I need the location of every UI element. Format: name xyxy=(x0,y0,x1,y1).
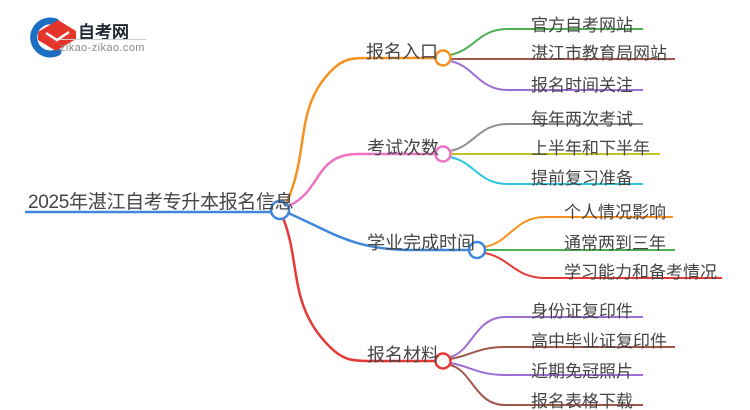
child-two-to-three-years-label: 通常两到三年 xyxy=(564,234,666,253)
exam-frequency-node-circle xyxy=(434,145,452,163)
child-id-copy-line xyxy=(449,316,643,358)
branch-registration-entry-line xyxy=(284,56,437,206)
child-photo-label: 近期免冠照片 xyxy=(531,362,633,381)
child-form-download-label: 报名表格下载 xyxy=(531,392,633,410)
child-first-and-second-half-label: 上半年和下半年 xyxy=(531,139,650,158)
central-hub-circle xyxy=(269,199,291,221)
child-education-bureau-site-label: 湛江市教育局网站 xyxy=(531,44,667,63)
child-personal-situation-line xyxy=(484,216,673,248)
completion-time-node-circle xyxy=(467,240,487,260)
branch-exam-frequency-label: 考试次数 xyxy=(367,138,439,158)
child-watch-registration-time-line xyxy=(449,60,643,91)
registration-entry-node-circle xyxy=(434,49,452,67)
logo-graduation-cap-icon xyxy=(30,17,76,58)
logo-domain-text: zikao-zikao.com xyxy=(60,42,145,54)
child-photo-line xyxy=(449,362,643,376)
child-study-ability-line xyxy=(484,252,722,279)
child-study-ability-label: 学习能力和备考情况 xyxy=(564,263,717,282)
child-two-exams-per-year-label: 每年两次考试 xyxy=(531,110,633,129)
child-form-download-line xyxy=(449,364,643,406)
root-topic-label: 2025年湛江自考专升本报名信息 xyxy=(28,192,294,213)
registration-materials-node-circle xyxy=(434,352,452,370)
branch-registration-materials-line xyxy=(281,216,437,363)
branch-completion-time-line xyxy=(286,211,471,252)
child-id-copy-label: 身份证复印件 xyxy=(531,302,633,321)
logo-divider xyxy=(60,39,146,40)
child-prepare-in-advance-label: 提前复习准备 xyxy=(531,169,633,188)
child-two-exams-per-year-line xyxy=(449,123,643,152)
child-diploma-copy-line xyxy=(449,346,675,360)
child-personal-situation-label: 个人情况影响 xyxy=(564,203,666,222)
branch-registration-materials-label: 报名材料 xyxy=(367,345,439,365)
child-diploma-copy-label: 高中毕业证复印件 xyxy=(531,332,667,351)
child-official-zikao-site-line xyxy=(449,28,643,56)
logo-title: 自考网 xyxy=(78,23,129,42)
child-official-zikao-site-label: 官方自考网站 xyxy=(531,16,633,35)
child-prepare-in-advance-line xyxy=(449,156,643,185)
branch-completion-time-label: 学业完成时间 xyxy=(367,233,475,253)
child-watch-registration-time-label: 报名时间关注 xyxy=(531,76,633,95)
branch-exam-frequency-line xyxy=(286,152,437,208)
branch-registration-entry-label: 报名入口 xyxy=(366,42,438,62)
